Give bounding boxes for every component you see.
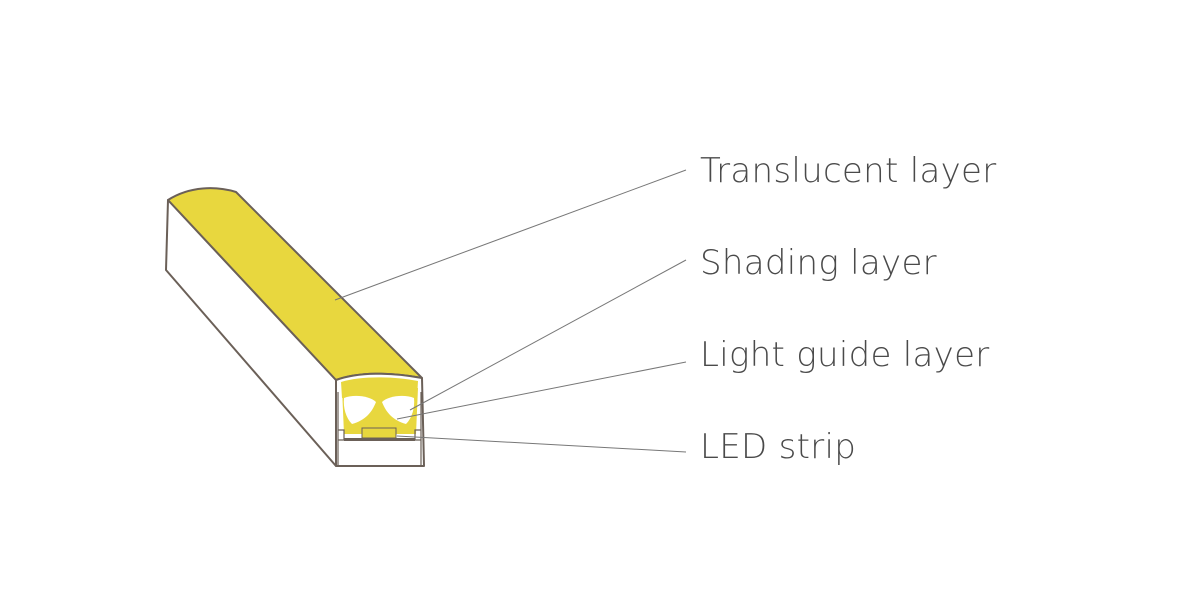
led-chip — [361, 427, 397, 439]
led-strip-pcb — [344, 438, 415, 441]
leader-line-led — [396, 435, 687, 453]
label-translucent-layer: Translucent layer — [700, 151, 997, 191]
leader-line-translucent — [334, 169, 687, 301]
profile-groove-notches — [338, 429, 421, 441]
label-shading-layer: Shading layer — [700, 243, 937, 283]
leader-line-shading — [409, 259, 687, 411]
label-light-guide-layer: Light guide layer — [700, 335, 990, 375]
shading-cavity-left — [343, 395, 376, 424]
label-led-strip: LED strip — [700, 427, 857, 467]
leader-line-light-guide — [396, 361, 687, 420]
